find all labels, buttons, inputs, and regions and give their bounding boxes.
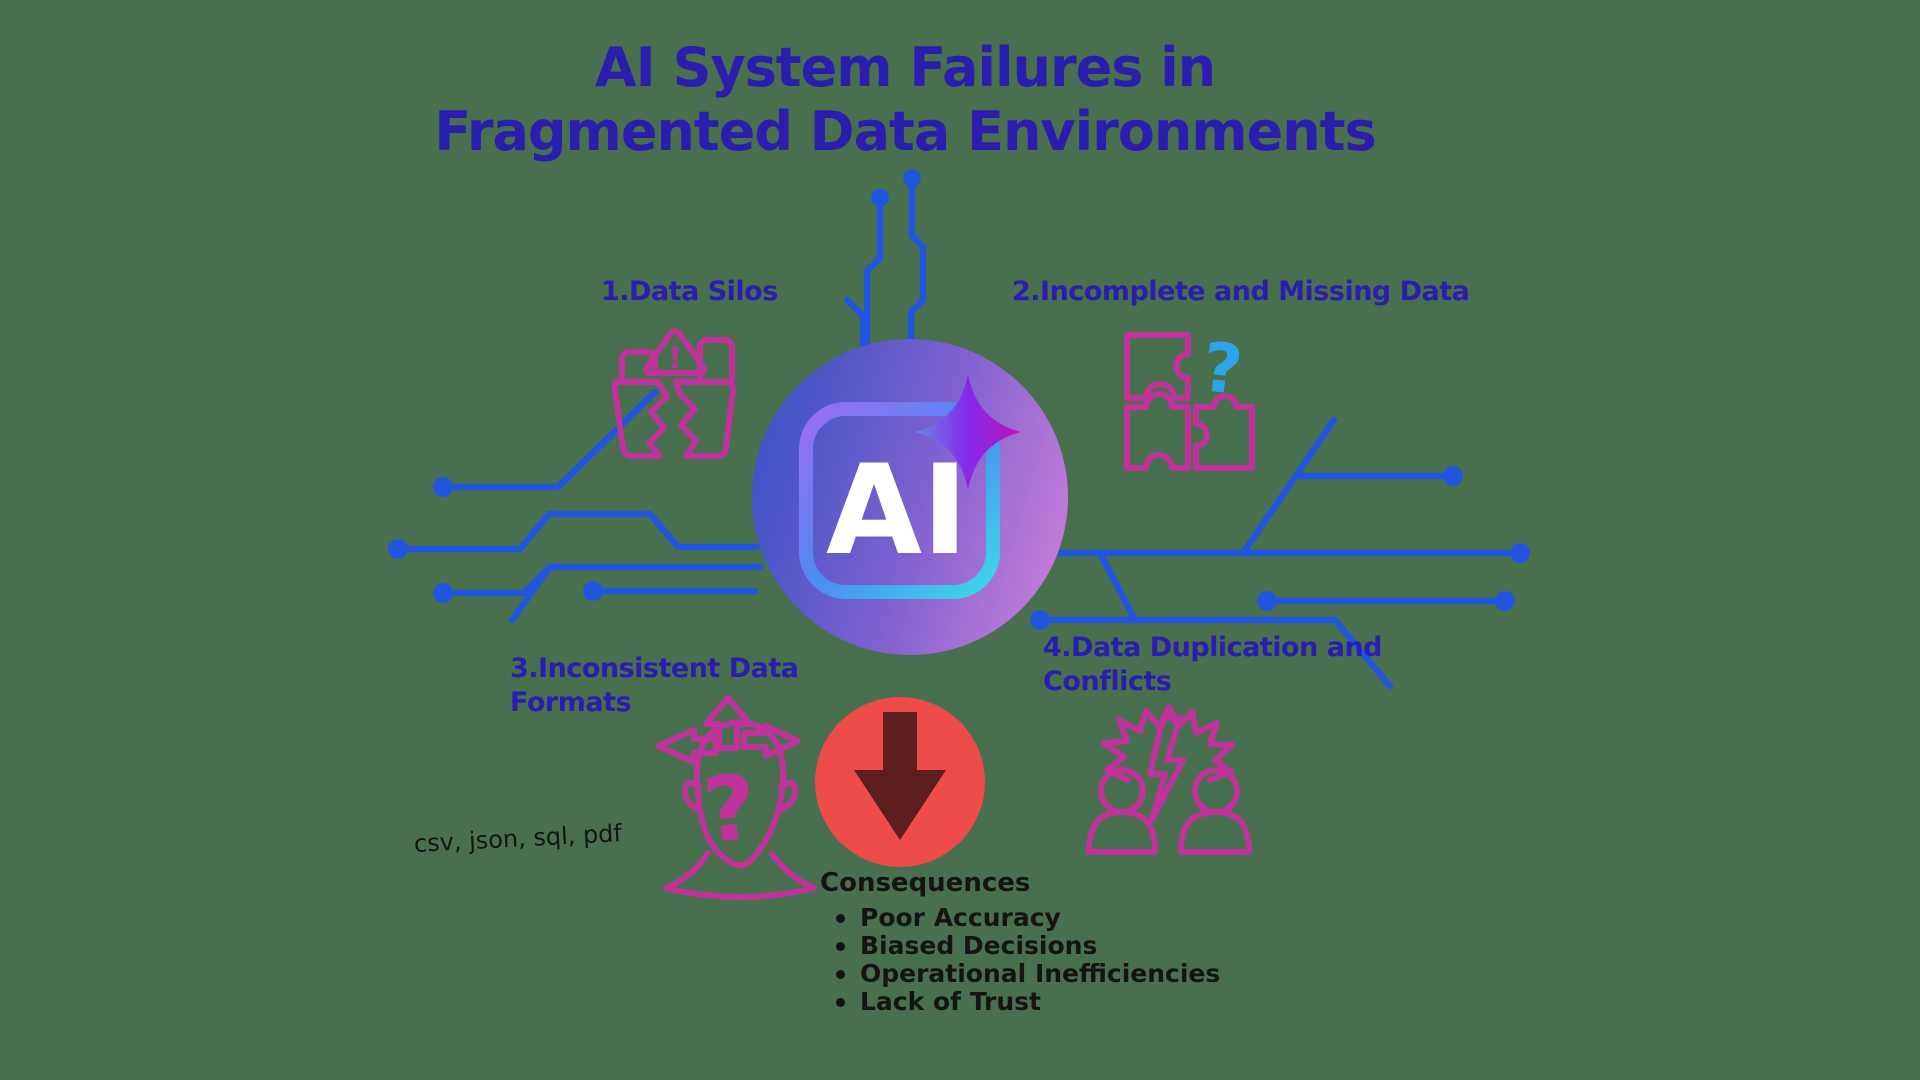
warning-exclamation-icon: ! xyxy=(668,341,682,376)
ai-badge: AI xyxy=(752,339,1068,655)
consequences-block: Consequences Poor Accuracy Biased Decisi… xyxy=(820,868,1220,1016)
circuit-left-icon xyxy=(388,388,764,624)
consequence-item: Poor Accuracy xyxy=(820,904,1220,932)
sparkle-icon xyxy=(915,374,1021,490)
consequence-item: Biased Decisions xyxy=(820,932,1220,960)
title-line-2: Fragmented Data Environments xyxy=(434,100,1376,163)
label-inconsistent-formats: 3.Inconsistent Data Formats xyxy=(510,653,799,718)
circuit-top-icon xyxy=(843,169,927,352)
consequence-item: Lack of Trust xyxy=(820,988,1220,1016)
consequences-heading: Consequences xyxy=(820,868,1031,898)
head-question-mark: ? xyxy=(698,755,761,865)
circuit-right-icon xyxy=(1030,416,1530,690)
label-incomplete-data: 2.Incomplete and Missing Data xyxy=(1012,276,1470,307)
title-line-1: AI System Failures in xyxy=(594,36,1216,99)
ai-logo-text: AI xyxy=(826,439,968,583)
consequence-item: Operational Inefficiencies xyxy=(820,960,1220,988)
label-data-silos: 1.Data Silos xyxy=(601,276,778,307)
down-arrow-badge xyxy=(815,697,985,867)
page-title: AI System Failures in Fragmented Data En… xyxy=(434,36,1376,164)
people-conflict-icon xyxy=(1086,704,1252,855)
ai-rounded-frame xyxy=(799,402,1000,599)
data-silos-icon: ! xyxy=(611,328,737,459)
label-data-duplication: 4.Data Duplication and Conflicts xyxy=(1043,632,1383,697)
down-arrow-icon xyxy=(854,712,946,840)
puzzle-icon: ? xyxy=(1124,328,1255,471)
consequences-list: Poor Accuracy Biased Decisions Operation… xyxy=(820,904,1220,1016)
missing-piece-question-icon: ? xyxy=(1199,328,1246,411)
head-question-icon: ? xyxy=(655,695,817,900)
